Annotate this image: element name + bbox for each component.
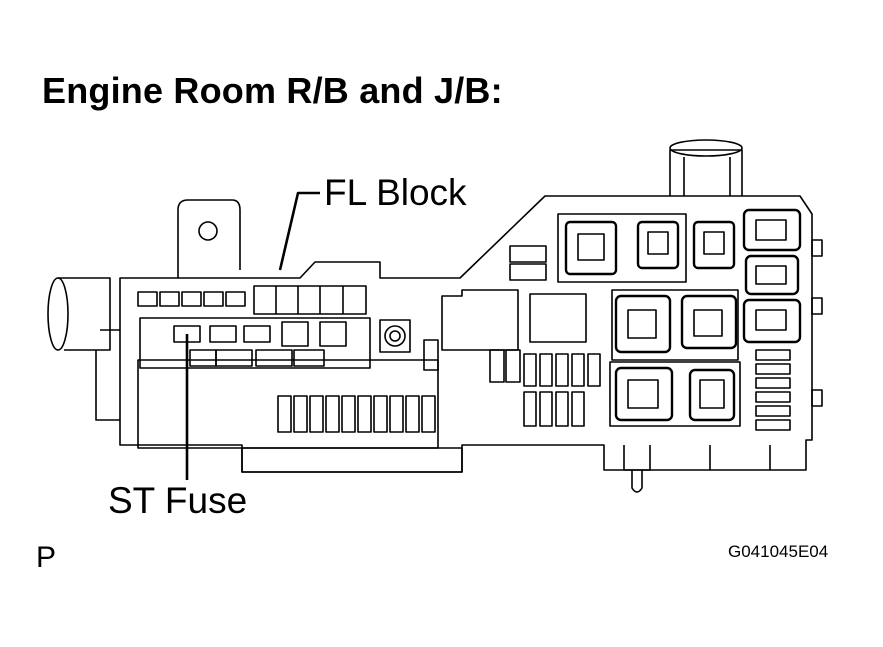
diagram-title: Engine Room R/B and J/B: bbox=[42, 70, 503, 111]
corner-mark: P bbox=[36, 541, 57, 574]
fl-block-label: FL Block bbox=[324, 172, 467, 213]
mounting-bracket bbox=[177, 199, 241, 278]
fl-block-row bbox=[137, 285, 367, 315]
relay-row-middle bbox=[611, 289, 739, 361]
terminal-post bbox=[379, 319, 411, 353]
right-side-tabs bbox=[811, 239, 823, 407]
fuse-block-area bbox=[139, 317, 371, 369]
right-fuse-column bbox=[755, 349, 791, 431]
bottom-connector bbox=[241, 447, 463, 473]
main-fuse-row bbox=[137, 359, 439, 449]
middle-blocks bbox=[423, 245, 587, 383]
figure-code: G041045E04 bbox=[728, 542, 829, 561]
relay-row-top bbox=[557, 213, 736, 283]
housing-outline bbox=[119, 195, 813, 473]
relay-row-bottom bbox=[609, 361, 741, 427]
top-cylinder-cap bbox=[669, 139, 743, 196]
fl-block-leader-line bbox=[278, 191, 320, 271]
st-fuse-label: ST Fuse bbox=[108, 480, 248, 521]
mini-fuse-grid bbox=[523, 353, 601, 427]
bottom-clip bbox=[623, 445, 771, 493]
relay-column-right bbox=[742, 208, 802, 344]
left-wire-sleeve bbox=[47, 277, 120, 421]
